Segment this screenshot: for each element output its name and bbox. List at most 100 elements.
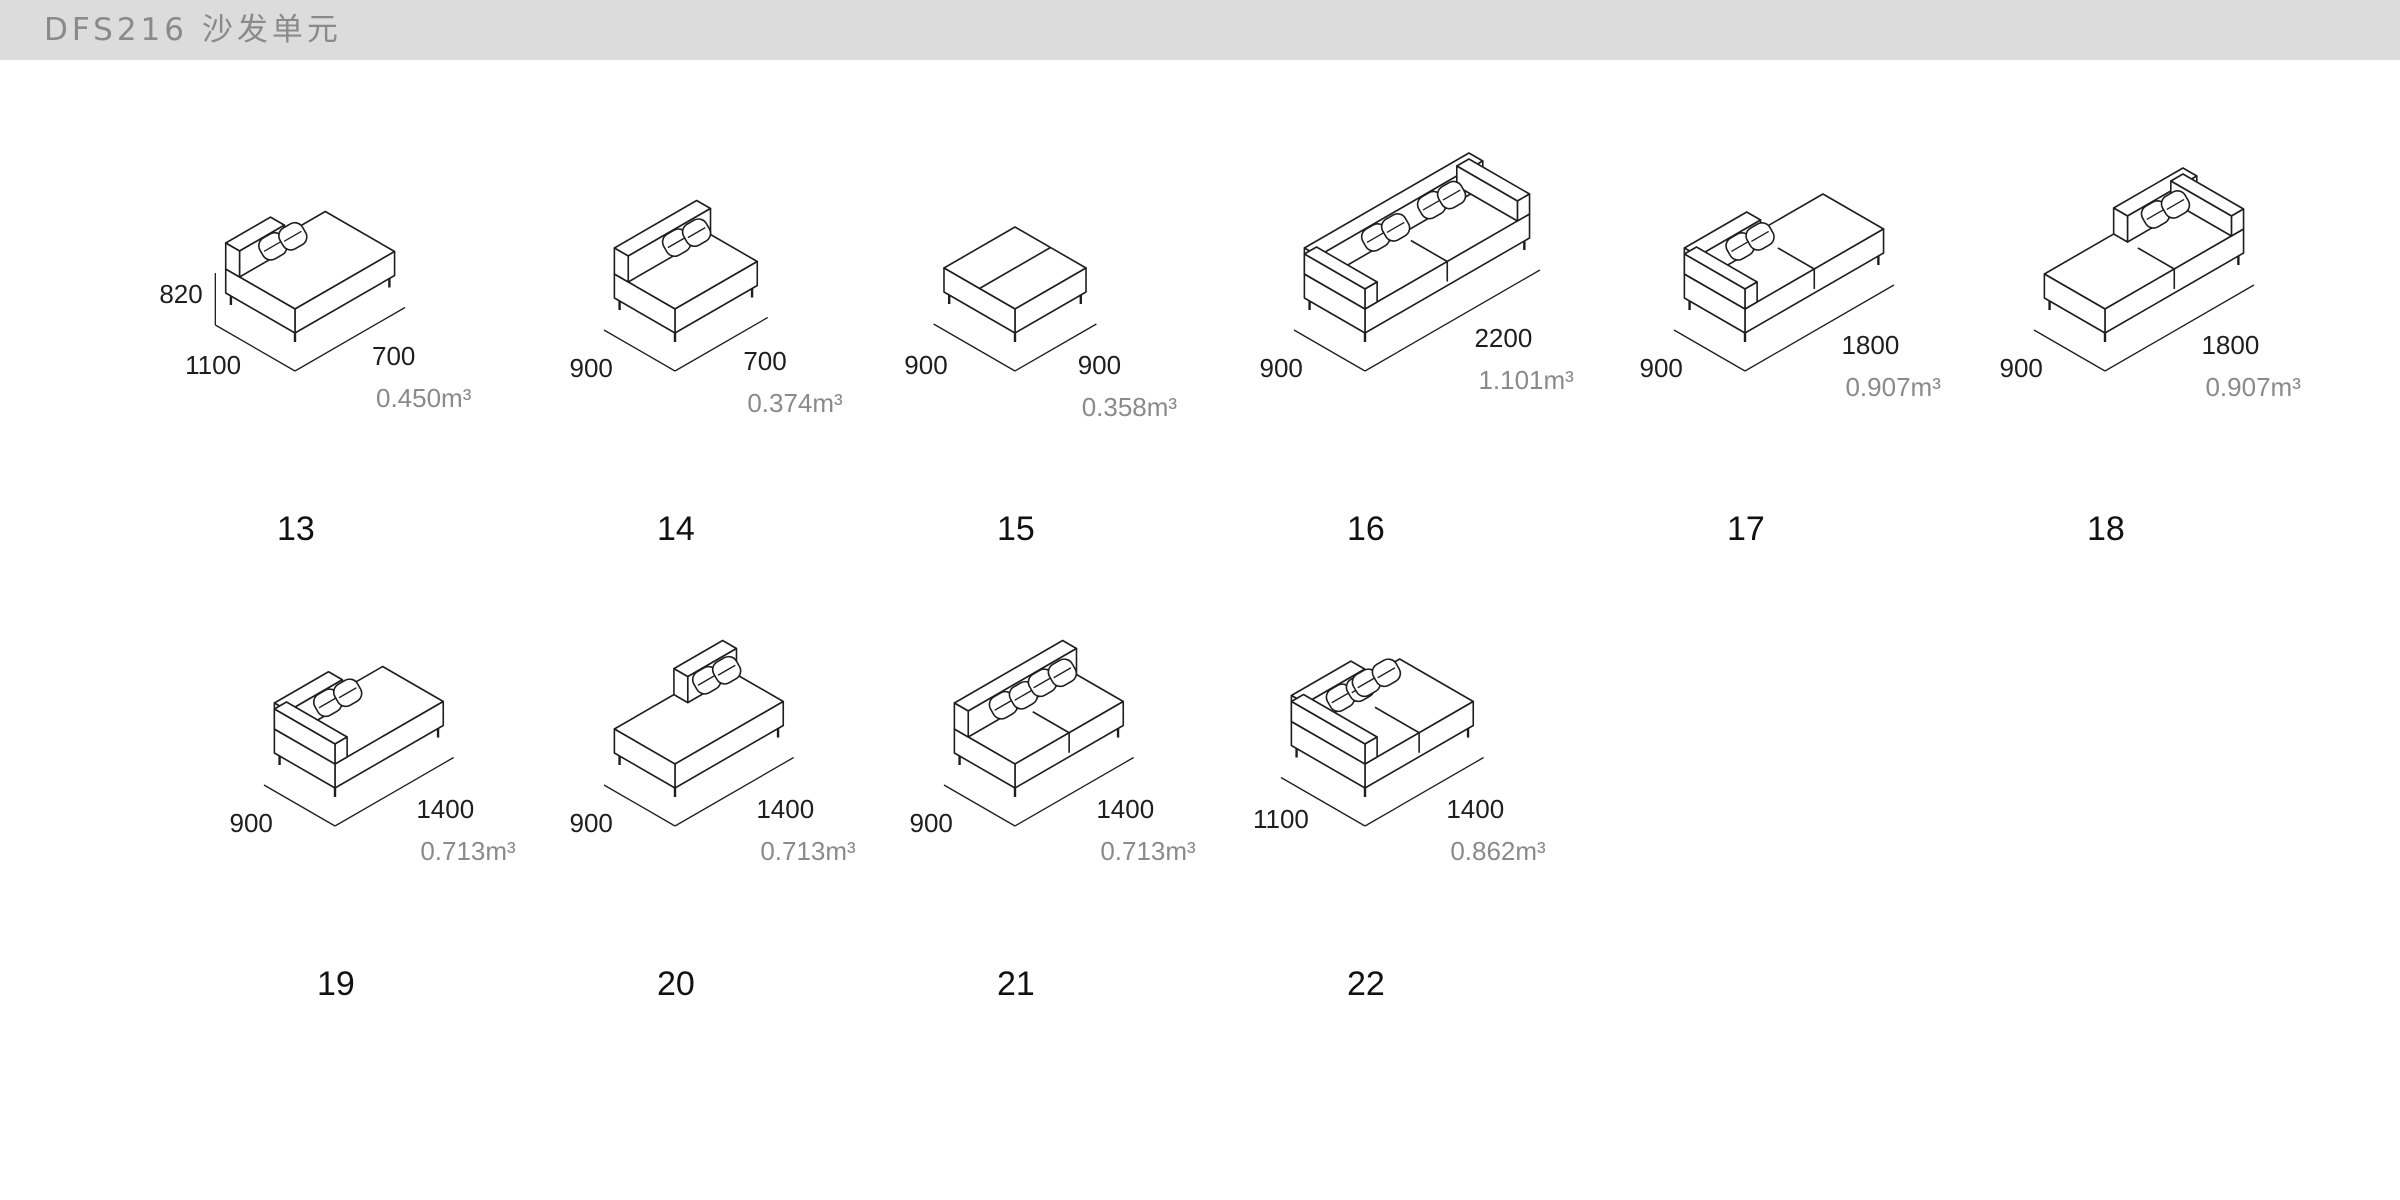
width-label: 1800: [2201, 330, 2260, 360]
pillow-seam: [1357, 677, 1376, 689]
dimension-lines: [1293, 269, 1541, 372]
dimension-lines: [933, 323, 1097, 372]
seat-base: [613, 665, 785, 789]
right-arm-side: [2170, 180, 2233, 237]
sofa-drawing: [1303, 152, 1531, 342]
sofa-drawing: [613, 199, 759, 342]
sofa-unit-drawing: [1673, 193, 1895, 372]
sofa-unit-drawing: [214, 210, 406, 372]
back-pillow: [2140, 190, 2191, 229]
sofa-unit-drawing: [2033, 167, 2255, 372]
back-pillow: [312, 678, 363, 718]
depth-dimension-line: [1280, 776, 1366, 827]
left-arm: [273, 701, 348, 765]
pillow-seam: [2166, 198, 2185, 210]
cushion-seam: [1032, 711, 1070, 734]
width-label: 2200: [1474, 322, 1533, 353]
pillow-seam: [338, 687, 357, 699]
ottoman-seam: [979, 246, 1051, 290]
sofa-drawing: [1683, 193, 1885, 342]
back-pillow: [1416, 180, 1467, 220]
depth-dimension-line: [2033, 329, 2106, 372]
right-arm: [1455, 158, 1531, 222]
back-pillow: [988, 680, 1039, 720]
backrest-side: [2112, 207, 2129, 243]
width-dimension-line: [1364, 756, 1484, 827]
back-pillow: [691, 655, 742, 695]
depth-dimension-line: [603, 784, 676, 827]
width-dimension-line: [674, 316, 768, 372]
volume-label: 0.907m³: [2205, 372, 2301, 402]
pillow-seam: [1751, 230, 1770, 242]
sofa-unit-card: 900 700 0.374m³ 14: [540, 199, 920, 610]
pillow-seam: [1386, 221, 1405, 233]
dimension-lines: [214, 273, 406, 372]
pillow-seam: [717, 664, 736, 676]
volume-label: 0.713m³: [760, 835, 856, 866]
pillow-seam: [2146, 208, 2165, 220]
width-label: 1400: [1096, 793, 1155, 824]
width-dimension-line: [1014, 756, 1134, 827]
sofa-drawing: [953, 639, 1125, 797]
depth-label: 900: [569, 352, 613, 383]
backrest-side: [613, 247, 630, 283]
dimension-lines: [1673, 284, 1895, 372]
cushion-seam: [2137, 247, 2175, 270]
left-arm-side: [1683, 253, 1746, 310]
unit-number: 15: [997, 510, 1035, 548]
backrest-side: [953, 702, 970, 738]
pillow-seam: [1014, 689, 1033, 701]
left-arm-side: [1303, 253, 1366, 310]
depth-dimension-line: [943, 784, 1016, 827]
width-dimension-line: [334, 756, 454, 827]
unit-number: 14: [657, 510, 695, 548]
pillow-seam: [283, 230, 302, 242]
sofa-drawing: [224, 210, 396, 342]
volume-label: 0.713m³: [1100, 835, 1196, 866]
cushion-seam: [1410, 239, 1448, 263]
dimension-lines: [263, 756, 454, 827]
right-arm: [2170, 173, 2245, 237]
depth-label: 900: [229, 807, 273, 838]
depth-label: 1100: [1252, 803, 1309, 834]
seat-base-side: [613, 728, 676, 789]
pillow-seam: [1033, 677, 1052, 689]
width-label: 700: [371, 341, 416, 372]
width-dimension-line: [674, 756, 794, 827]
seat-base: [943, 226, 1087, 334]
volume-label: 1.101m³: [1478, 364, 1574, 395]
unit-number: 17: [1727, 510, 1765, 548]
left-arm: [1683, 246, 1758, 310]
width-label: 1800: [1841, 330, 1900, 360]
cushion-seam: [1777, 247, 1815, 270]
back-pillow: [1725, 222, 1775, 261]
depth-label: 900: [1259, 352, 1303, 383]
width-label: 700: [743, 346, 787, 377]
sofa-drawing: [273, 665, 445, 797]
dimension-lines: [943, 756, 1134, 827]
sofa-unit-drawing: [603, 639, 794, 827]
backrest-side: [224, 242, 241, 278]
seat-base: [613, 225, 759, 334]
depth-label: 1100: [185, 350, 242, 380]
pillow-seam: [994, 699, 1013, 711]
back-pillow: [661, 218, 712, 258]
page-title: DFS216 沙发单元: [44, 12, 342, 48]
depth-dimension-line: [1673, 329, 1746, 372]
seat-base-side: [2043, 273, 2106, 334]
width-dimension-line: [294, 306, 406, 372]
dimension-lines: [603, 316, 768, 372]
unit-number: 13: [277, 510, 315, 548]
depth-label: 900: [904, 349, 948, 380]
volume-label: 0.374m³: [747, 388, 843, 419]
cushion-seam: [1374, 706, 1420, 734]
pillow-seam: [1731, 240, 1750, 252]
pillow-seam: [1442, 189, 1461, 201]
pillow-seam: [697, 674, 716, 686]
